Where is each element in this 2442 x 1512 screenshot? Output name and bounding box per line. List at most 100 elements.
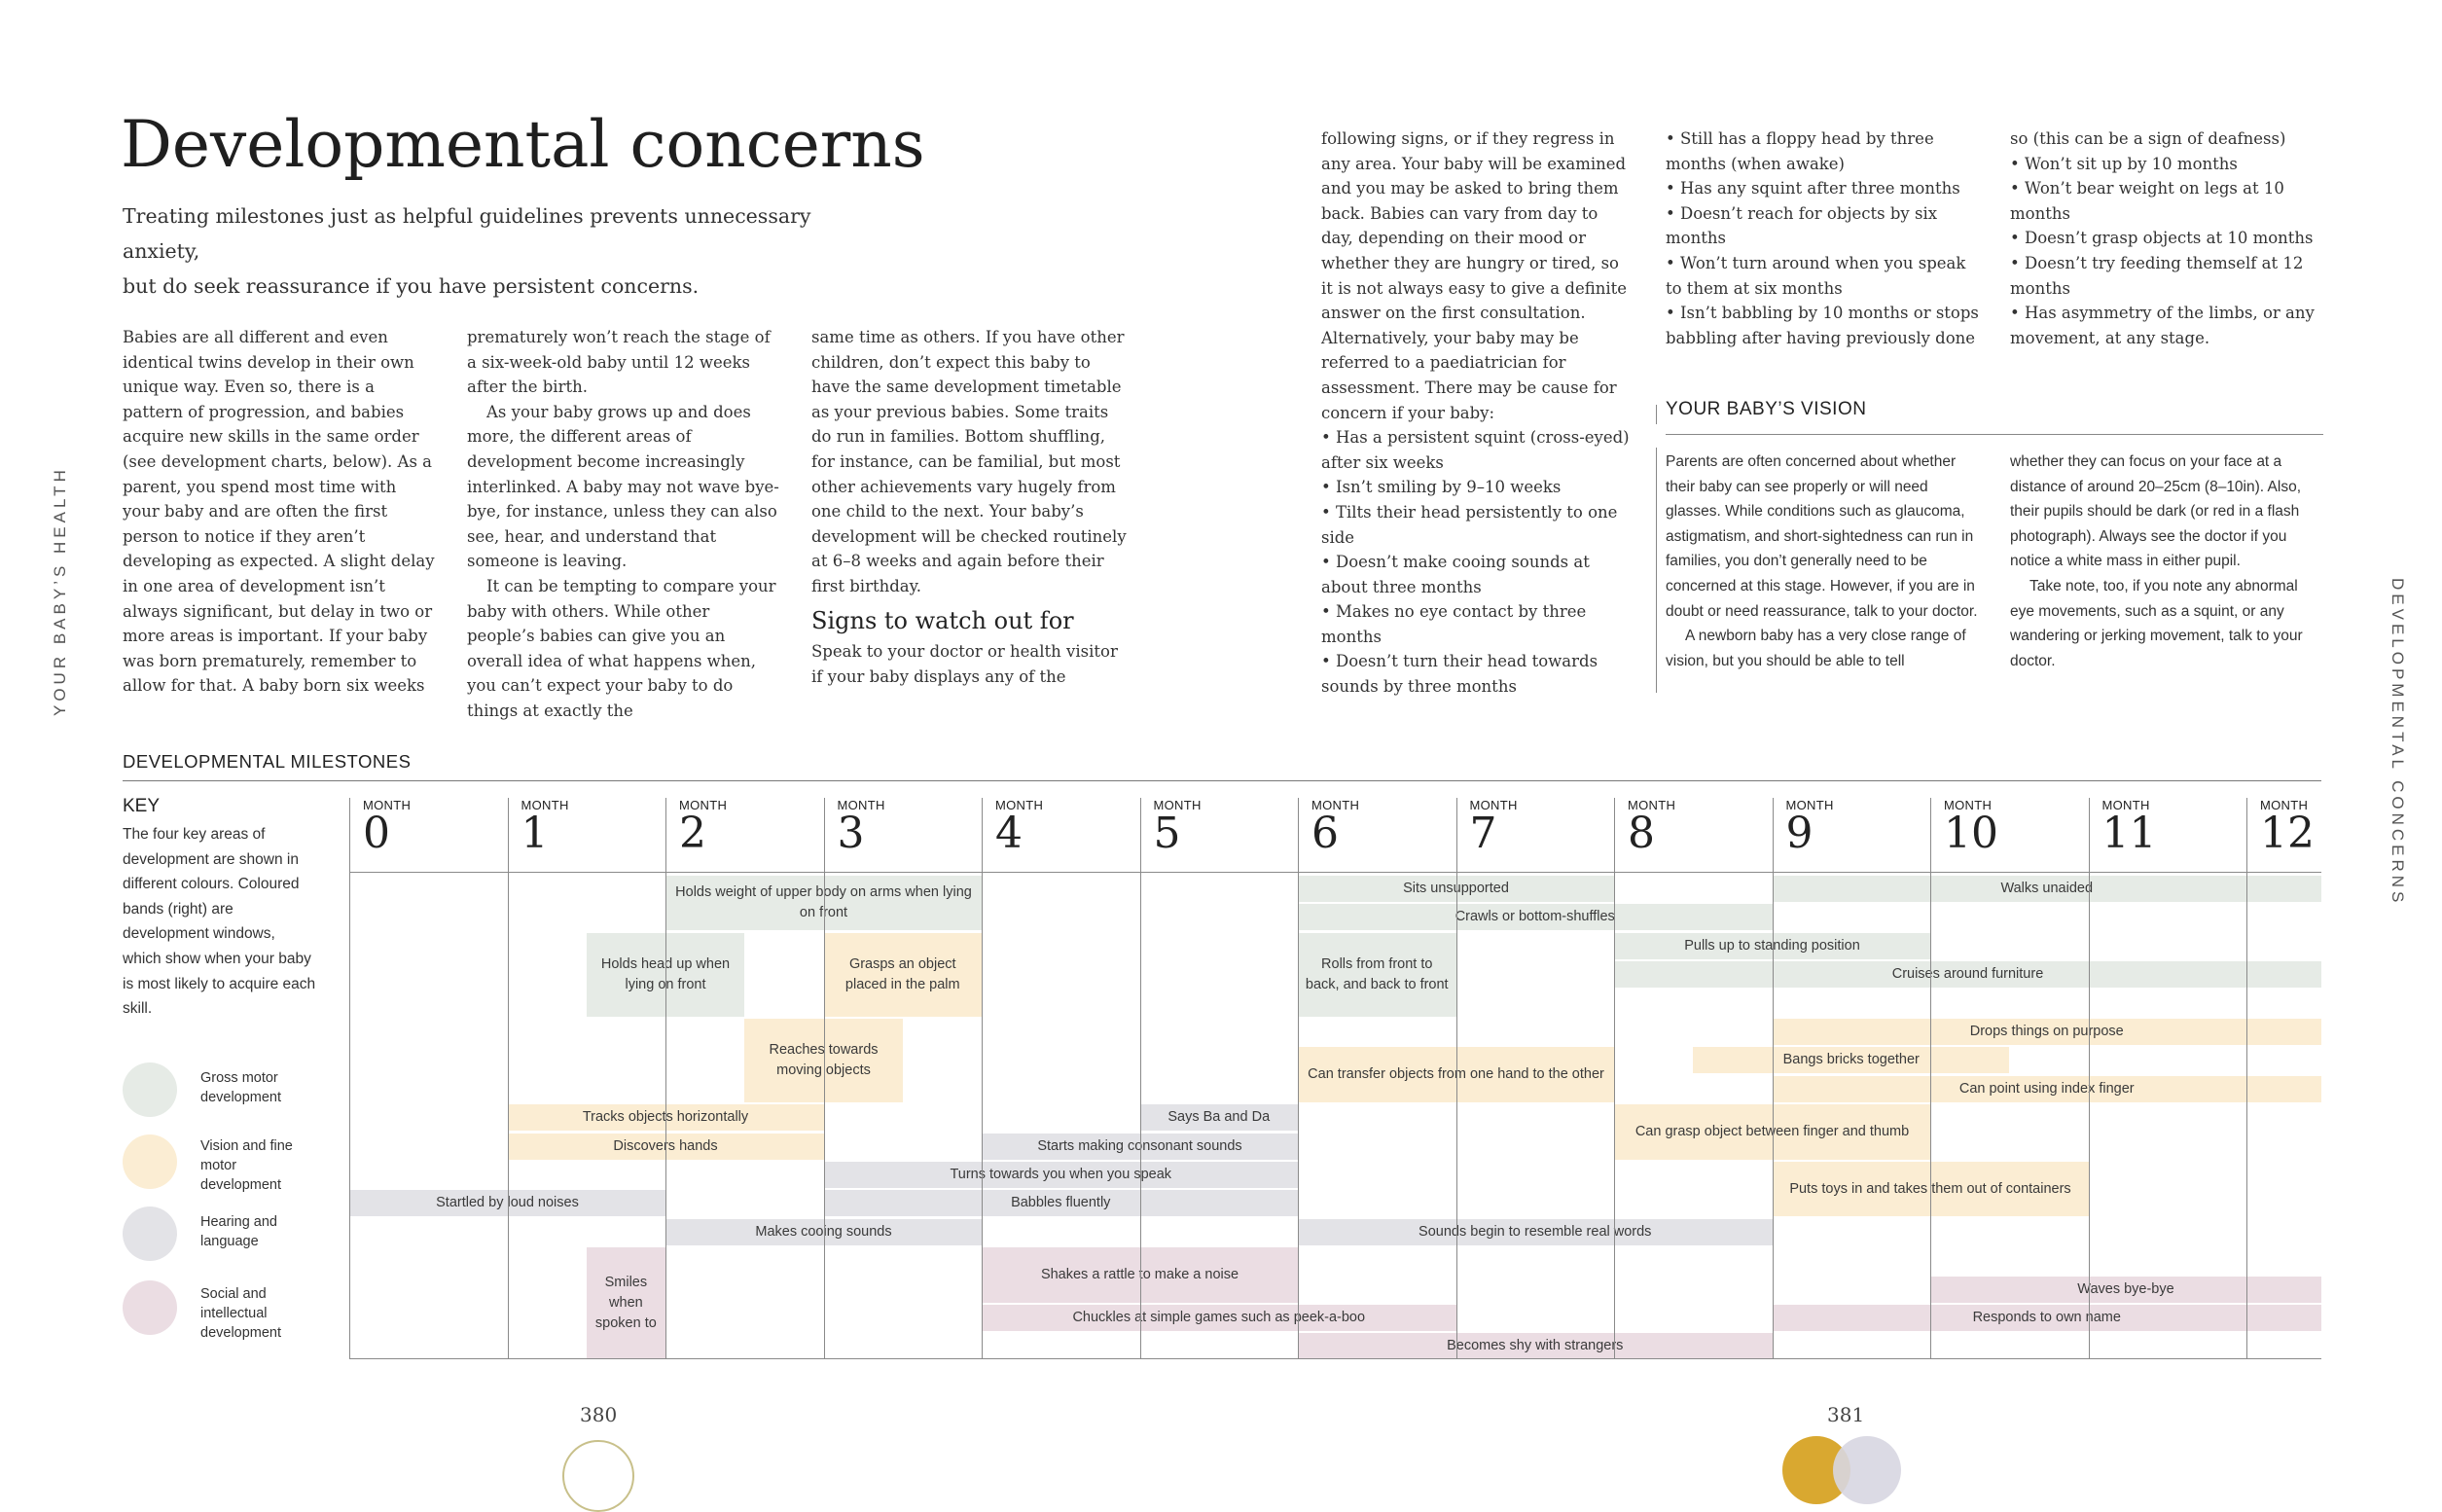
month-number: 8 [1628,809,1655,858]
month-word: MONTH [1785,798,1834,812]
text-column-2: prematurely won’t reach the stage of a s… [467,325,780,724]
month-word: MONTH [1153,798,1202,812]
vision-divider [1656,448,1657,693]
bullet-item: • Has any squint after three months [1666,179,1960,198]
month-number: 5 [1153,809,1181,858]
month-number: 2 [679,809,706,858]
grid-rule [349,1358,2321,1359]
month-gridline [507,798,509,1358]
milestone-band: Crawls or bottom-shuffles [1298,904,1773,931]
vision-heading: YOUR BABY’S VISION [1666,399,2323,435]
milestone-band: Walks unaided [1772,876,2321,902]
milestone-label: Can point using index finger [1958,1080,2135,1097]
bullet-item: • Doesn’t reach for objects by six month… [1666,203,1938,248]
month-gridline [1298,798,1299,1358]
bullet-item: • Makes no eye contact by three months [1321,602,1587,646]
column-paragraph: whether they can focus on your face at a… [2010,453,2301,570]
month-word: MONTH [995,798,1044,812]
text-column-5: • Still has a floppy head by three month… [1666,126,1987,350]
milestone-band: Can point using index finger [1772,1075,2321,1102]
vision-column-1: Parents are often concerned about whethe… [1666,450,1987,673]
milestone-label: Walks unaided [2000,881,2094,896]
bullet-item: • Isn’t babbling by 10 months or stops b… [1666,304,1979,347]
month-gridline [982,798,983,1358]
month-number: 10 [1944,809,1998,858]
milestone-band: Says Ba and Da [1139,1104,1298,1132]
side-label-right: DEVELOPMENTAL CONCERNS [2388,578,2407,907]
month-word: MONTH [2260,798,2309,812]
bullet-item: • Won’t bear weight on legs at 10 months [2010,179,2284,223]
column-paragraph: Take note, too, if you note any abnormal… [2010,577,2303,669]
milestone-band: Babbles fluently [823,1190,1298,1217]
milestone-label: Becomes shy with strangers [1447,1338,1624,1354]
bullet-item: • Tilts their head persistently to one s… [1321,502,1618,547]
milestone-label: Bangs bricks together [1782,1052,1920,1068]
milestone-band: Responds to own name [1772,1305,2321,1331]
milestone-band: Becomes shy with strangers [1298,1333,1773,1360]
milestone-band: Chuckles at simple games such as peek-a-… [982,1305,1456,1331]
column-paragraph: prematurely won’t reach the stage of a s… [467,328,771,397]
milestone-label: Pulls up to standing position [1684,937,1860,954]
month-gridline [349,798,350,1358]
column-paragraph: It can be tempting to compare your baby … [467,576,776,720]
month-gridline [1772,798,1774,1358]
page-number-right: 381 [1827,1403,1865,1426]
month-gridline [2088,798,2090,1358]
column-paragraph: Parents are often concerned about whethe… [1666,453,1978,620]
text-column-1: Babies are all different and even identi… [123,325,436,699]
month-word: MONTH [837,798,885,812]
intro-text: Treating milestones just as helpful guid… [123,198,862,304]
milestone-label: Drops things on purpose [1969,1024,2124,1039]
month-gridline [665,798,666,1358]
bullet-item: • Doesn’t make cooing sounds at about th… [1321,553,1590,596]
month-number: 4 [995,809,1023,858]
milestone-label: Puts toys in and takes them out of conta… [1789,1180,2071,1197]
page-title: Developmental concerns [121,107,925,182]
milestone-band: Rolls from front to back, and back to fr… [1298,932,1456,1017]
milestone-label: Turns towards you when you speak [950,1167,1172,1182]
month-number: 9 [1785,809,1814,858]
decorative-circle [562,1440,634,1512]
month-word: MONTH [1628,798,1676,812]
month-gridline [1455,798,1457,1358]
text-column-6: so (this can be a sign of deafness) • Wo… [2010,126,2323,350]
intro-line-2: but do seek reassurance if you have pers… [123,274,700,298]
bullet-item: • Doesn’t turn their head towards sounds… [1321,652,1598,697]
month-number: 0 [363,809,390,858]
column-paragraph: A newborn baby has a very close range of… [1666,628,1966,669]
key-heading: KEY [123,796,161,816]
milestone-label: Cruises around furniture [1891,966,2044,983]
milestone-label: Babbles fluently [1011,1195,1111,1211]
column-paragraph: As your baby grows up and does more, the… [467,402,779,571]
bullet-item: • Has a persistent squint (cross-eyed) a… [1321,428,1630,472]
milestone-band: Grasps an object placed in the palm [823,932,982,1017]
month-gridline [1614,798,1615,1358]
milestone-label: Rolls from front to back, and back to fr… [1305,955,1449,992]
column-paragraph: following signs, or if they regress in a… [1321,129,1628,422]
month-number: 3 [837,809,865,858]
milestone-band: Cruises around furniture [1614,961,2321,989]
month-number: 12 [2260,809,2315,858]
month-word: MONTH [521,798,569,812]
milestone-band: Smiles when spoken to [586,1247,665,1360]
milestones-heading: DEVELOPMENTAL MILESTONES [123,751,412,772]
month-word: MONTH [1469,798,1518,812]
milestone-label: Waves bye-bye [2077,1280,2174,1297]
side-label-left: YOUR BABY’S HEALTH [51,466,69,716]
milestone-label: Holds weight of upper body on arms when … [675,884,972,921]
milestone-label: Responds to own name [1972,1310,2121,1325]
month-gridline [1930,798,1931,1358]
month-gridline [823,798,825,1358]
milestone-label: Can grasp object between finger and thum… [1634,1123,1910,1139]
grid-rule [349,872,2321,873]
